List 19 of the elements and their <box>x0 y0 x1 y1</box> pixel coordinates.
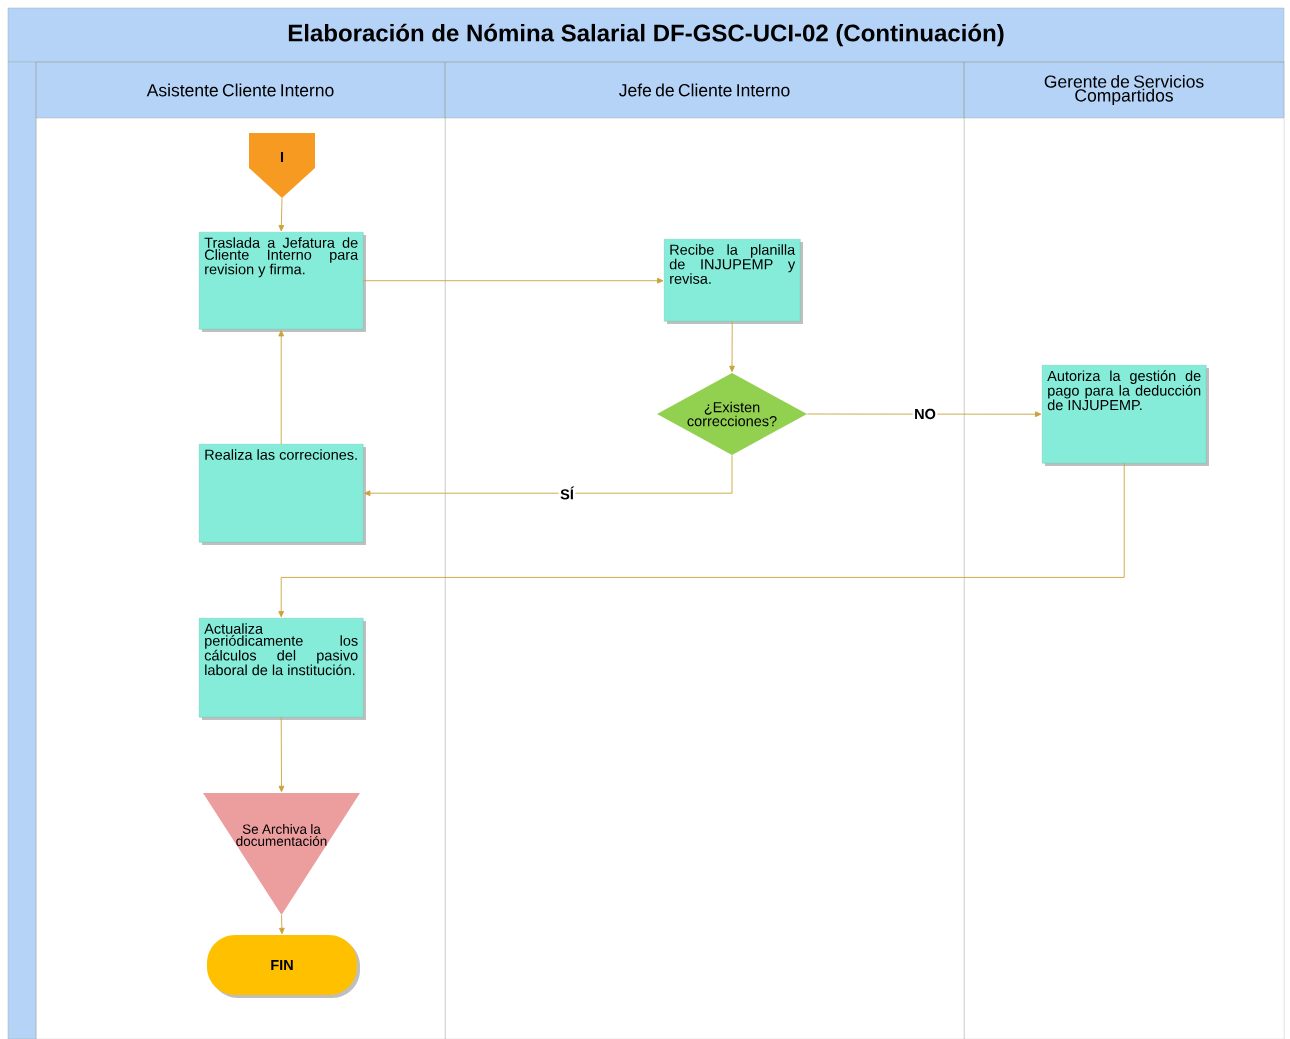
arrow <box>278 197 285 232</box>
process-box: Recibe la planilla de INJUPEMP y revisa. <box>664 239 803 324</box>
terminal: FIN <box>207 935 360 998</box>
edge-label: NO <box>912 407 938 421</box>
arrow <box>729 320 735 373</box>
off-page-connector: I <box>249 133 315 198</box>
archive-triangle: Se Archiva la documentación <box>203 793 360 915</box>
process-box: Realiza las correciones. <box>199 444 366 545</box>
arrow <box>364 454 733 497</box>
arrow <box>278 914 285 935</box>
arrow <box>278 330 285 445</box>
process-box: Actualiza periódicamente los cálculos del pasivo laboral de la institución. <box>199 618 366 720</box>
arrow <box>278 716 285 793</box>
arrow <box>806 411 1042 418</box>
arrow <box>362 277 664 284</box>
edge-label: SÍ <box>558 485 576 501</box>
process-box: Traslada a Jefatura de Cliente Interno para revision y firma. <box>199 232 366 332</box>
arrow <box>278 462 1125 618</box>
process-box: Autoriza la gestión de pago para la deducción de INJUPEMP. <box>1042 365 1209 466</box>
